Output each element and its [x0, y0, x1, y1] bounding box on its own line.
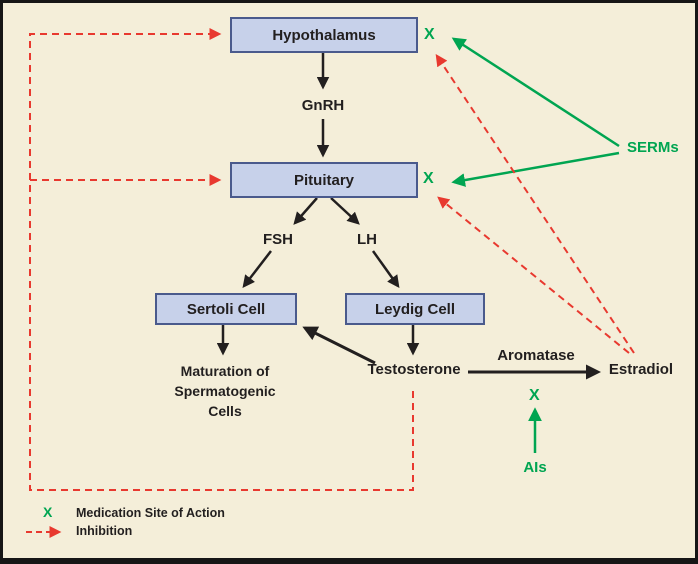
- diagram-arrows: [26, 28, 635, 538]
- node-pituitary: Pituitary: [230, 162, 418, 198]
- label-maturation-line3: Cells: [208, 403, 242, 419]
- legend-x-symbol: X: [43, 504, 53, 520]
- legend-inhibition-label: Inhibition: [76, 524, 133, 538]
- x-marker-hypothalamus: X: [424, 26, 435, 43]
- label-testosterone: Testosterone: [367, 361, 461, 378]
- arrow-pituitary-to-lh: [330, 197, 360, 225]
- x-marker-aromatase: X: [529, 387, 540, 404]
- label-lh: LH: [357, 231, 377, 248]
- node-leydig-cell: Leydig Cell: [345, 293, 485, 325]
- label-serms: SERMs: [627, 139, 679, 156]
- node-leydig-cell-label: Leydig Cell: [374, 300, 456, 318]
- arrow-testosterone-to-sertoli: [302, 326, 376, 365]
- node-hypothalamus: Hypothalamus: [230, 17, 418, 53]
- label-aromatase: Aromatase: [497, 347, 575, 364]
- label-fsh: FSH: [263, 231, 293, 248]
- node-sertoli-cell: Sertoli Cell: [155, 293, 297, 325]
- node-pituitary-label: Pituitary: [293, 171, 354, 189]
- legend-medication-label: Medication Site of Action: [76, 506, 225, 520]
- node-sertoli-cell-label: Sertoli Cell: [186, 300, 266, 318]
- inhibition-estradiol-to-pituitary: [437, 196, 630, 354]
- arrow-serms-to-hypothalamus-x: [451, 37, 620, 148]
- x-marker-pituitary: X: [423, 170, 434, 187]
- node-hypothalamus-label: Hypothalamus: [272, 26, 376, 44]
- arrow-pituitary-to-fsh: [293, 197, 318, 225]
- label-maturation: Maturation of Spermatogenic Cells: [155, 361, 295, 421]
- arrow-lh-to-leydig: [371, 250, 400, 289]
- label-maturation-line2: Spermatogenic: [174, 383, 276, 399]
- label-maturation-line1: Maturation of: [180, 363, 270, 379]
- arrow-serms-to-pituitary-x: [451, 151, 620, 187]
- inhibition-testosterone-to-hypothalamus: [29, 28, 414, 491]
- label-ais: AIs: [523, 459, 547, 476]
- arrow-fsh-to-sertoli: [242, 250, 272, 288]
- label-gnrh: GnRH: [301, 97, 345, 114]
- label-estradiol: Estradiol: [608, 361, 674, 378]
